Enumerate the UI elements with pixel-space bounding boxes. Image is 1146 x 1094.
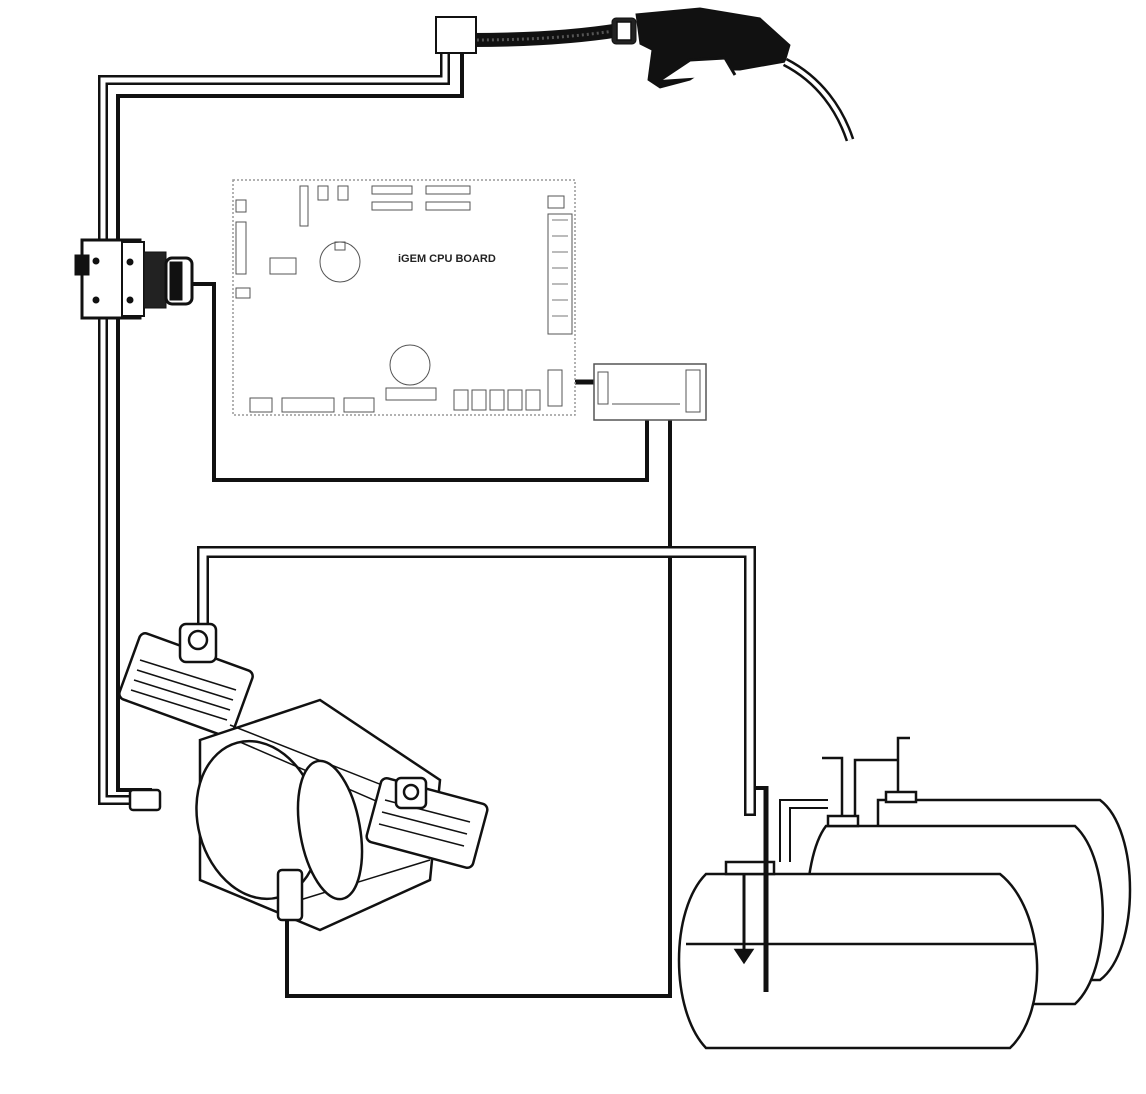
fuel-nozzle-icon <box>471 7 855 142</box>
pcb-module-icon <box>593 363 707 421</box>
flow-meter-icon <box>74 238 194 320</box>
hose-pipe-outer-2 <box>116 50 464 792</box>
pipes-and-wires <box>98 47 756 998</box>
meter-signal-cable <box>193 282 649 482</box>
pump-control-cable <box>285 418 672 998</box>
cpu-board: iGEM CPU BOARD <box>232 179 576 416</box>
cpu-board-label: iGEM CPU BOARD <box>398 253 496 265</box>
hose-pipe-inner <box>100 49 448 803</box>
suction-pipe-inner <box>199 548 754 814</box>
junction-box-icon <box>435 16 477 54</box>
pump-motor-icon <box>118 622 489 932</box>
storage-tank-icon <box>677 736 1132 1050</box>
